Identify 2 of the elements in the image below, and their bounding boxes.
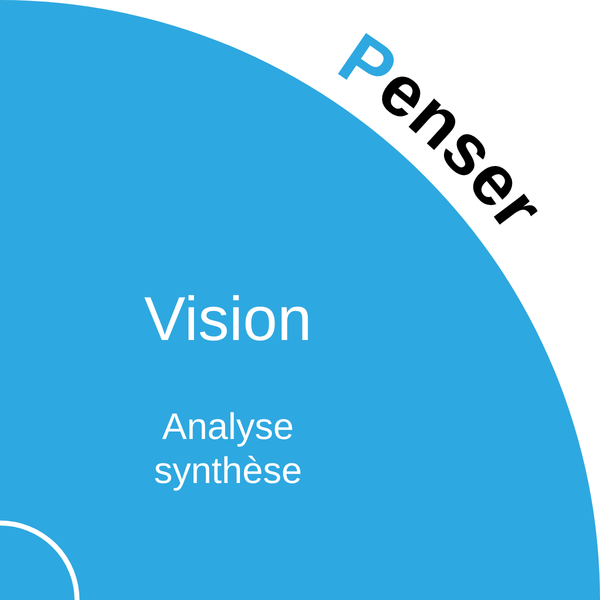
node-title: Vision [143,284,313,356]
node-subtitle: Analyse synthèse [152,405,304,493]
